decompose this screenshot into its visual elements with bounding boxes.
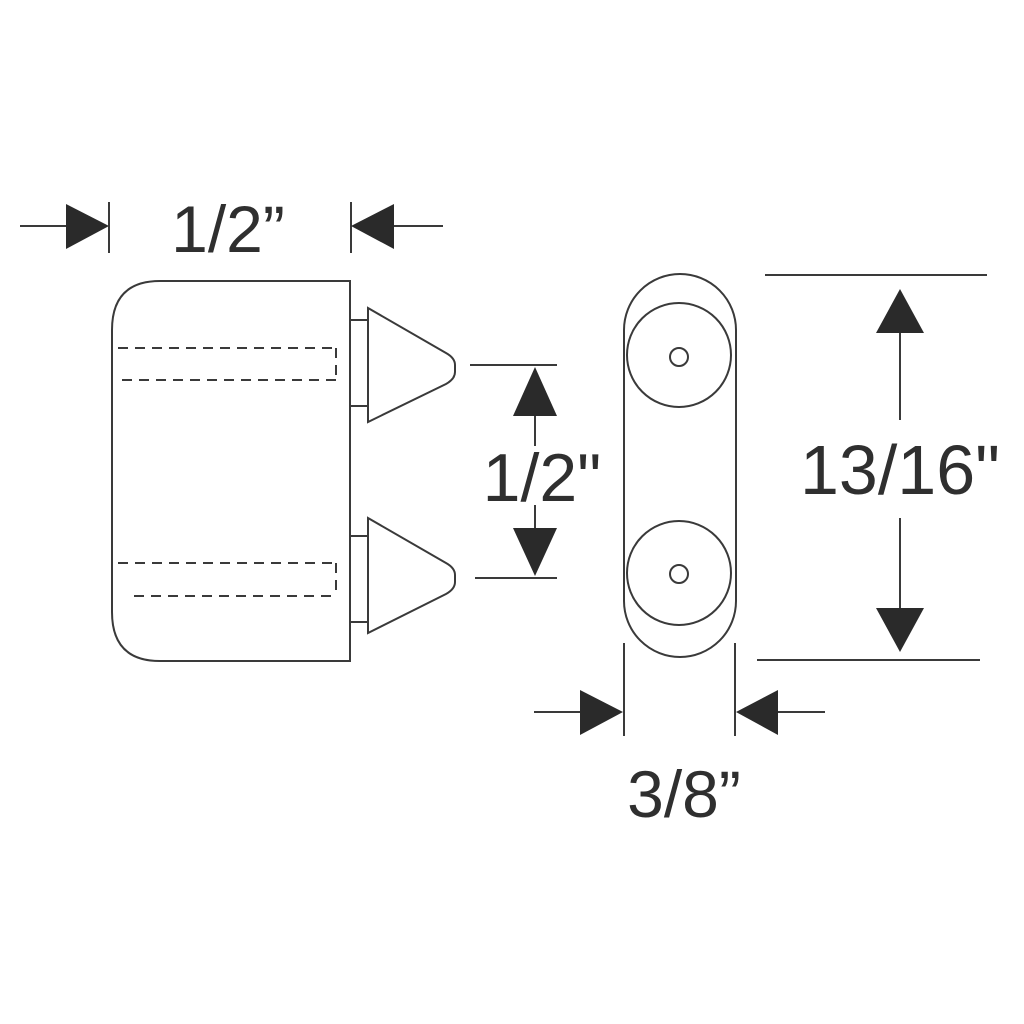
- height-up-arrow: [876, 289, 924, 333]
- peg-spacing-dimension: 1/2": [470, 364, 602, 579]
- lower-peg-stem: [349, 535, 369, 623]
- peg-spacing-label: 1/2": [483, 440, 602, 516]
- end-width-label: 3/8”: [627, 757, 741, 831]
- overall-height-label: 13/16": [800, 431, 1000, 509]
- upper-peg: [349, 306, 456, 424]
- overall-height-dimension: 13/16": [757, 274, 1000, 661]
- top-width-dimension: 1/2”: [20, 192, 443, 266]
- end-width-dimension: 3/8”: [534, 643, 825, 831]
- top-width-label: 1/2”: [171, 192, 285, 266]
- lower-peg-cone: [367, 516, 456, 635]
- lower-peg-center-hole: [669, 564, 689, 584]
- height-down-arrow: [876, 608, 924, 652]
- end-view: [623, 273, 737, 658]
- upper-peg-stem: [349, 319, 369, 407]
- end-width-left-arrow: [580, 690, 623, 735]
- peg-spacing-down-arrow: [513, 528, 557, 576]
- upper-peg-center-hole: [669, 347, 689, 367]
- lower-peg: [349, 516, 456, 635]
- end-width-right-arrow: [736, 690, 778, 735]
- top-width-right-arrow: [351, 204, 394, 249]
- side-view-body: [111, 280, 351, 662]
- peg-spacing-up-arrow: [513, 367, 557, 416]
- top-width-left-arrow: [66, 204, 109, 249]
- side-view: [111, 280, 456, 662]
- upper-peg-cone: [367, 306, 456, 424]
